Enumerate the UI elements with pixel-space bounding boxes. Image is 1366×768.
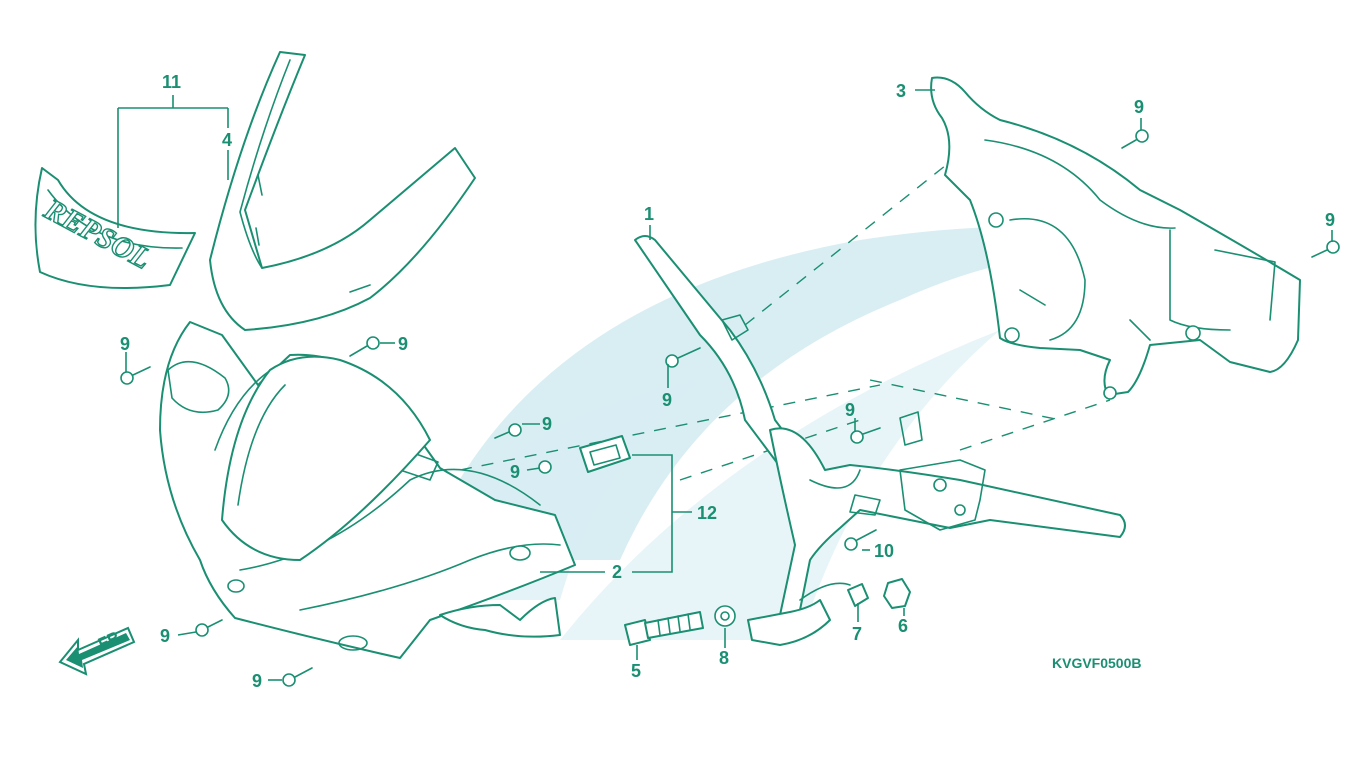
emblem xyxy=(579,435,631,473)
callout-11: 11 xyxy=(162,72,181,92)
screw-9a xyxy=(120,366,151,385)
callout-9-lower-bar: 9 xyxy=(845,400,855,420)
screw-9g xyxy=(665,347,701,368)
callout-9-emblem: 9 xyxy=(510,462,520,482)
screw-10 xyxy=(844,529,877,551)
headlight-stay xyxy=(930,76,1301,400)
callout-8: 8 xyxy=(719,648,729,668)
alignment-lines xyxy=(459,149,1111,481)
inner-duct xyxy=(439,597,561,638)
washer-and-nuts xyxy=(714,578,911,627)
screw-9d xyxy=(538,460,552,474)
repsol-decal: REPSOL xyxy=(34,167,196,289)
screw-9h xyxy=(1121,129,1149,149)
callout-9-bottom-left: 9 xyxy=(160,626,170,646)
callout-6: 6 xyxy=(898,616,908,636)
callout-2: 2 xyxy=(612,562,622,582)
callout-10: 10 xyxy=(874,541,894,561)
lower-stay xyxy=(747,582,851,646)
front-direction-arrow: FR. xyxy=(58,626,136,676)
screw-9e xyxy=(195,619,223,637)
windscreen xyxy=(221,355,431,561)
screws xyxy=(120,129,1340,687)
callout-9-bottom: 9 xyxy=(252,671,262,691)
callout-4: 4 xyxy=(222,130,232,150)
screw-9j xyxy=(850,427,881,444)
leader-lines xyxy=(117,89,1333,681)
drawing-code: KVGVF0500B xyxy=(1052,655,1141,671)
screw-9b xyxy=(349,336,380,357)
callout-12: 12 xyxy=(697,503,717,523)
callout-9-bar: 9 xyxy=(662,390,672,410)
callout-1: 1 xyxy=(644,204,654,224)
callout-9-top: 9 xyxy=(1134,97,1144,117)
callout-9-left: 9 xyxy=(120,334,130,354)
upper-cowl-trim xyxy=(209,51,476,331)
screw-9f xyxy=(282,667,313,687)
screw-9i xyxy=(1311,240,1340,258)
screw-9c xyxy=(494,423,522,439)
bolt xyxy=(624,611,704,646)
callouts: 11 4 1 3 9 9 9 9 9 9 9 9 12 2 10 9 9 5 8… xyxy=(120,72,1335,691)
callout-9-cowl: 9 xyxy=(398,334,408,354)
callout-9-mid: 9 xyxy=(542,414,552,434)
callout-5: 5 xyxy=(631,661,641,681)
callout-3: 3 xyxy=(896,81,906,101)
callout-9-right: 9 xyxy=(1325,210,1335,230)
handlebar-lower xyxy=(769,411,1126,616)
callout-7: 7 xyxy=(852,624,862,644)
